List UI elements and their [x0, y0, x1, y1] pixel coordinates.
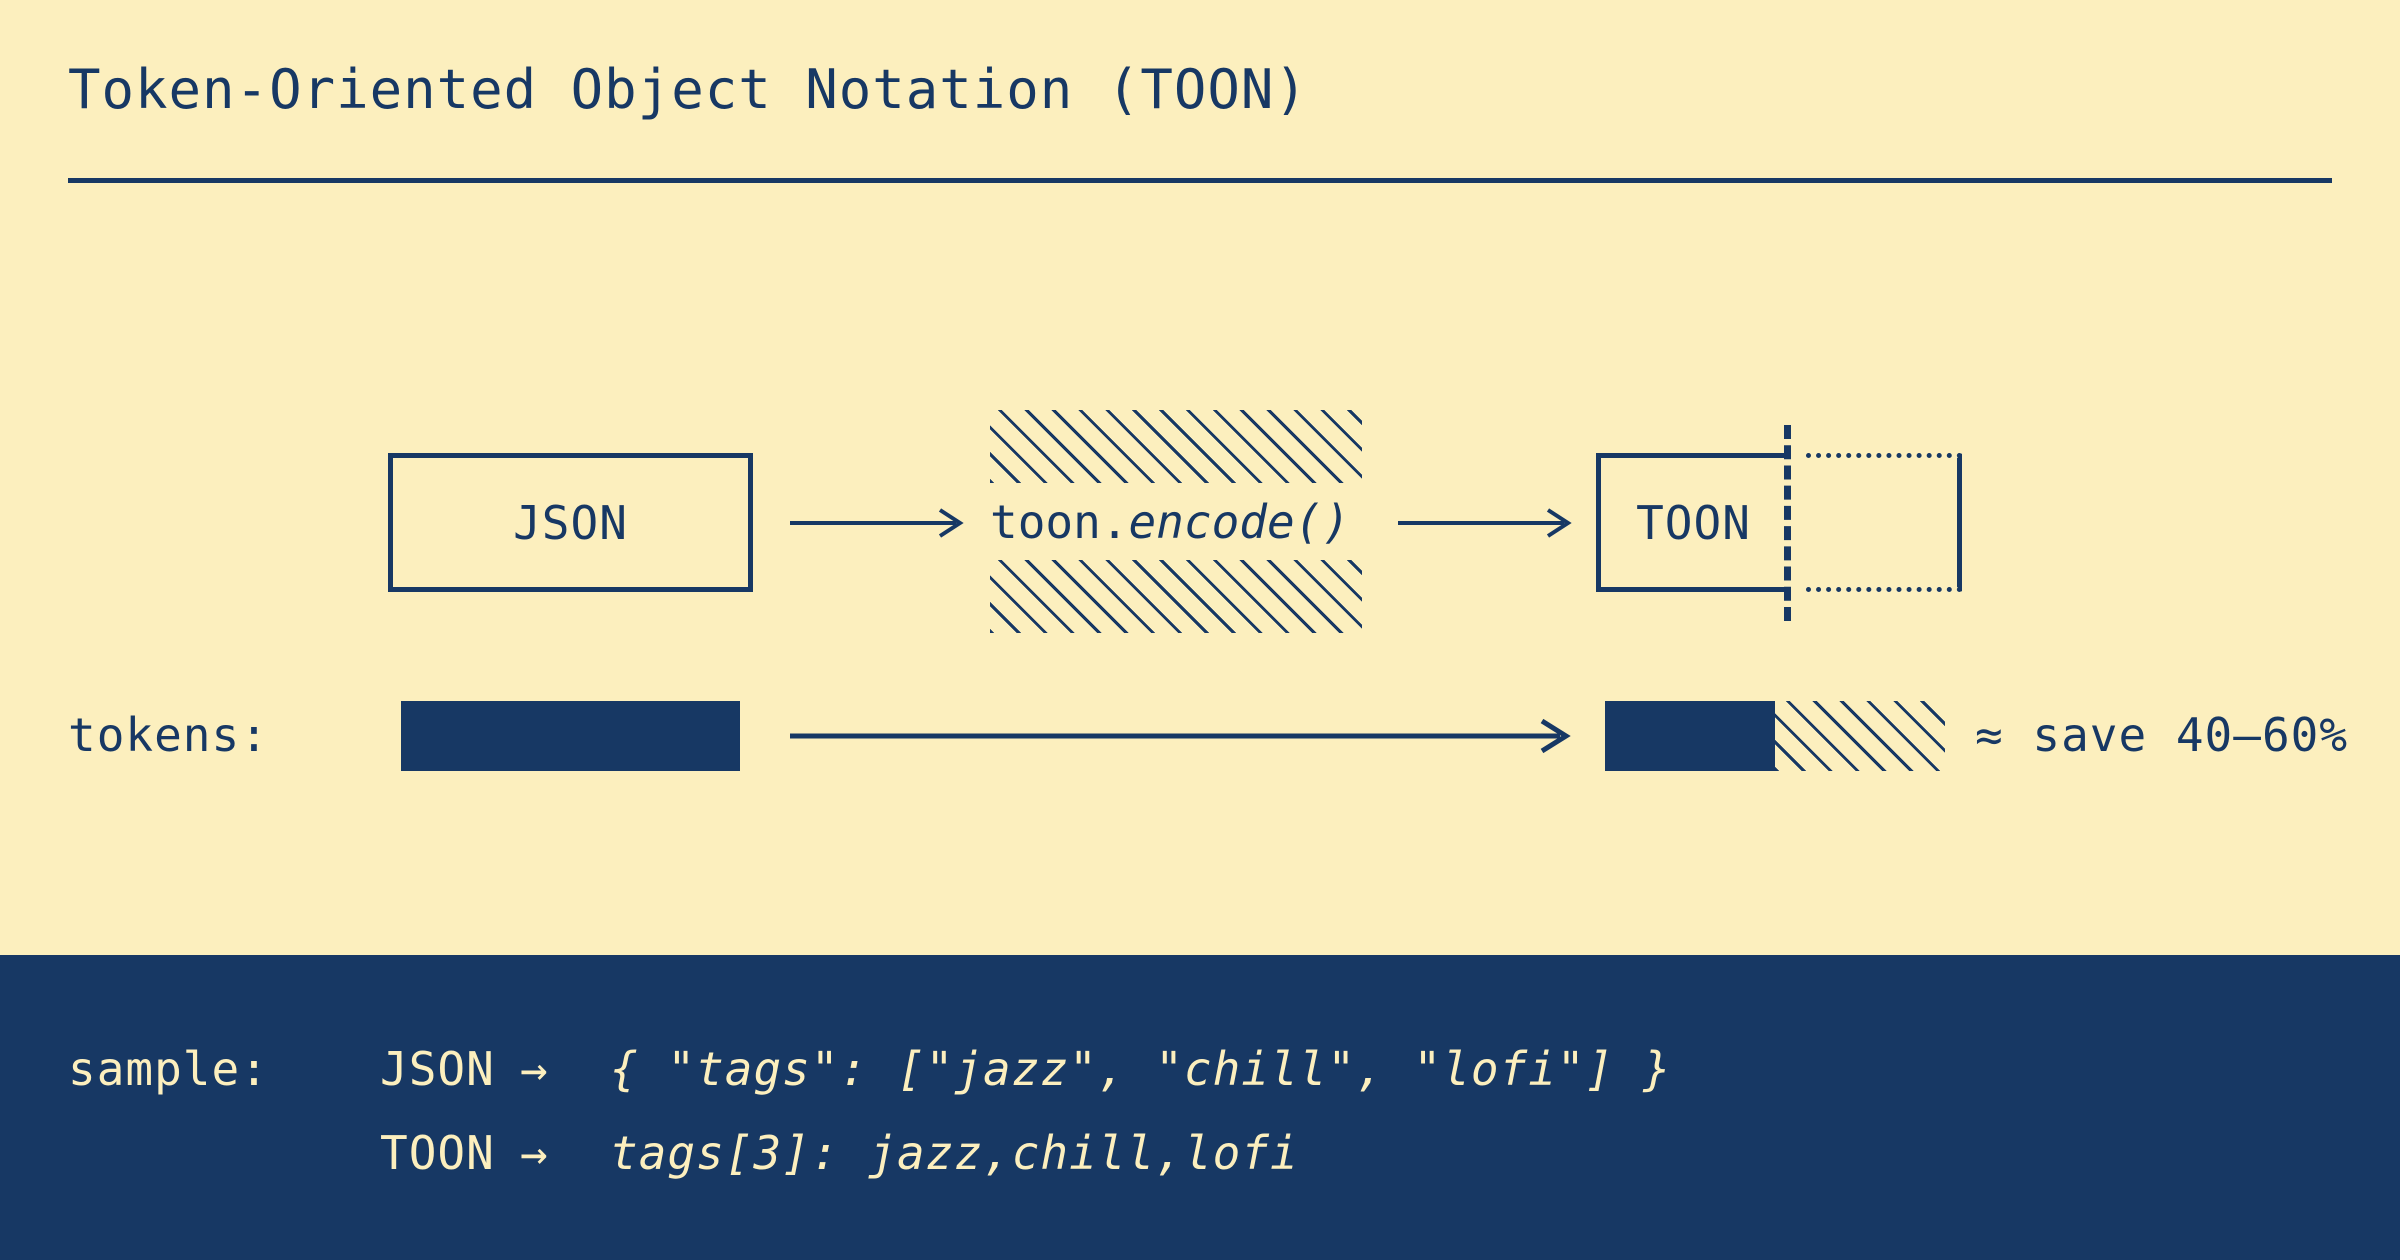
page-title: Token-Oriented Object Notation (TOON): [68, 58, 1308, 121]
sample-row-toon-code: tags[3]: jazz,chill,lofi: [610, 1126, 1299, 1180]
title-divider-rule: [68, 178, 2332, 183]
tokens-bar-toon: [1605, 701, 1775, 771]
encode-label-namespace: toon.: [990, 495, 1129, 549]
json-source-box: JSON: [388, 453, 753, 592]
sample-row-json-kind: JSON: [380, 1042, 495, 1096]
sample-row-json-code: { "tags": ["jazz", "chill", "lofi"] }: [610, 1042, 1672, 1096]
toon-target-box: TOON: [1596, 425, 1962, 621]
arrow-json-to-encode: [790, 508, 964, 538]
sample-row-toon-kind: TOON: [380, 1126, 495, 1180]
tokens-bar-json: [401, 701, 740, 771]
sample-panel-label: sample:: [68, 1042, 269, 1096]
arrow-encode-to-toon: [1398, 508, 1572, 538]
encode-label-method: encode(): [1128, 495, 1351, 549]
sample-row-toon: TOON → tags[3]: jazz,chill,lofi: [380, 1126, 1299, 1180]
encode-hatch-band-top: [990, 410, 1362, 483]
toon-target-box-label: TOON: [1636, 495, 1751, 550]
arrow-tokens-reduction: [790, 718, 1571, 754]
encode-hatch-band-bottom: [990, 560, 1362, 633]
sample-panel: [0, 955, 2400, 1260]
savings-label: ≈ save 40–60%: [1975, 708, 2349, 762]
encode-call-label: toon.encode(): [990, 492, 1362, 552]
tokens-bar-saved-hatch: [1775, 701, 1945, 771]
toon-target-box-filled: TOON: [1596, 453, 1786, 592]
toon-box-dashed-divider: [1784, 425, 1791, 621]
json-source-box-label: JSON: [513, 495, 628, 550]
sample-row-json: JSON → { "tags": ["jazz", "chill", "lofi…: [380, 1042, 1672, 1096]
sample-row-toon-arrow: →: [520, 1126, 549, 1180]
toon-box-saved-region: [1806, 453, 1962, 592]
sample-row-json-arrow: →: [520, 1042, 549, 1096]
tokens-row-label: tokens:: [68, 708, 269, 762]
